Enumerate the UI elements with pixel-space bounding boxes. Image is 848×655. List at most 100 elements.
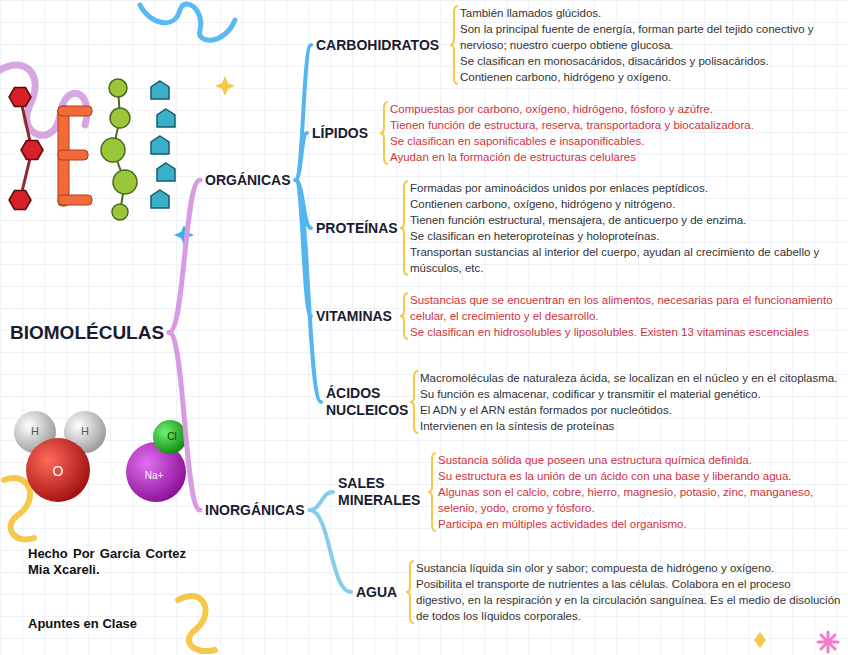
branch-title: ORGÁNICAS xyxy=(205,172,291,188)
hexagon-chain xyxy=(21,141,43,160)
note-line: Ayudan en la formación de estructuras ce… xyxy=(390,149,842,165)
topic-branch: VITAMINASSustancias que se encuentran en… xyxy=(316,292,842,340)
branch-connector xyxy=(169,333,200,511)
atom-symbol: H xyxy=(31,425,39,439)
note-line: Sustancia sólida que poseen una estructu… xyxy=(438,452,842,468)
note-line: También llamados glúcidos. xyxy=(460,5,842,21)
pentagon-column xyxy=(157,163,175,181)
topic-title: PROTEÍNAS xyxy=(316,220,400,237)
branch-heading: INORGÁNICAS xyxy=(205,502,305,518)
note-line: Algunas son el calcio, cobre, hierro, ma… xyxy=(438,484,842,516)
pentagon-column xyxy=(151,136,169,154)
swirl-lines xyxy=(0,65,87,135)
note-line: Posibilita el transporte de nutrientes a… xyxy=(416,576,842,624)
sphere-chain xyxy=(113,170,137,194)
sphere-chain xyxy=(110,108,130,128)
pentagon-column xyxy=(151,81,175,208)
stars xyxy=(821,635,835,649)
note-line: Se clasifican en saponificables e insapo… xyxy=(390,133,842,149)
hexagon-chain xyxy=(9,191,31,210)
swirl-lines xyxy=(4,478,34,540)
topic-title: CARBOHIDRATOS xyxy=(316,37,450,54)
note-bracket xyxy=(406,561,414,623)
pentagon-column xyxy=(157,109,175,127)
topic-title: LÍPIDOS xyxy=(312,125,380,142)
pentagon-column xyxy=(151,81,169,99)
atom-symbol: H xyxy=(81,425,89,439)
water-molecule xyxy=(26,438,90,502)
note-line: Macromoléculas de naturaleza ácida, se l… xyxy=(420,370,842,386)
stars xyxy=(215,76,235,96)
topic-branch: PROTEÍNAS Formadas por aminoácidos unidos… xyxy=(316,180,842,276)
atom-symbol: Na+ xyxy=(145,470,164,483)
note-line: Su función es almacenar, codificar y tra… xyxy=(420,386,842,402)
note-line: Contienen carbono, oxígeno, hidrógeno y … xyxy=(410,196,842,212)
note-bracket xyxy=(400,181,408,275)
branch-connector xyxy=(169,180,200,333)
atom-symbol: Cl xyxy=(167,431,176,444)
swirl-lines xyxy=(178,596,215,651)
author-note: Hecho Por Garcia Cortez Mia Xcareli. xyxy=(28,546,186,579)
note-line: Se clasifican en hidrosolubles y liposol… xyxy=(410,324,842,340)
topic-branch: AGUA Sustancia líquida sin olor y sabor; … xyxy=(356,560,842,624)
topic-notes: Sustancia sólida que poseen una estructu… xyxy=(428,452,842,532)
water-molecule xyxy=(14,411,106,502)
branch-title: INORGÁNICAS xyxy=(205,502,305,518)
note-line: Intervienen en la síntesis de proteínas xyxy=(420,418,842,434)
note-bracket xyxy=(400,293,408,339)
e-shape xyxy=(58,106,92,206)
note-line: Tienen función de estructura, reserva, t… xyxy=(390,117,842,133)
topic-notes: Sustancias que se encuentran en los alim… xyxy=(400,292,842,340)
stars xyxy=(754,632,766,648)
topic-branch: SALES MINERALESSustancia sólida que pose… xyxy=(338,452,842,532)
sphere-chain xyxy=(101,79,137,220)
topic-branch: ÁCIDOS NUCLEICOSMacromoléculas de natura… xyxy=(326,370,842,434)
pentagon-column xyxy=(151,81,169,99)
hexagon-chain xyxy=(9,88,31,107)
branch-heading: ORGÁNICAS xyxy=(205,172,291,188)
note-line: Sustancia líquida sin olor y sabor; comp… xyxy=(416,560,842,576)
sphere-chain xyxy=(109,79,127,97)
topic-branch: CARBOHIDRATOSTambién llamados glúcidos.S… xyxy=(316,5,842,85)
hexagon-chain xyxy=(9,88,43,210)
note-line: Se clasifican en heteroproteínas y holop… xyxy=(410,228,842,244)
topic-notes: Sustancia líquida sin olor y sabor; comp… xyxy=(406,560,842,624)
note-line: Son la principal fuente de energía, form… xyxy=(460,21,842,53)
note-line: Se clasifican en monosacáridos, disacári… xyxy=(460,53,842,69)
note-line: Formadas por aminoácidos unidos por enla… xyxy=(410,180,842,196)
note-line: Contienen carbono, hidrógeno y oxígeno. xyxy=(460,69,842,85)
hexagon-chain xyxy=(9,88,31,107)
sphere-chain xyxy=(101,138,125,162)
branch-connector xyxy=(310,510,351,592)
stars xyxy=(821,635,835,649)
note-line: Participa en múltiples actividades del o… xyxy=(438,516,842,532)
pentagon-column xyxy=(151,136,169,154)
atom-symbol: O xyxy=(53,463,64,481)
branch-connector xyxy=(296,133,307,180)
stars xyxy=(818,632,838,652)
note-line: Transportan sustancias al interior del c… xyxy=(410,244,842,276)
e-shape xyxy=(58,150,88,160)
salt-molecule xyxy=(126,420,187,502)
note-bracket xyxy=(450,6,458,84)
note-line: Tienen función estructural, mensajera, d… xyxy=(410,212,842,228)
e-shape xyxy=(58,106,92,116)
branch-connector xyxy=(296,45,311,180)
hexagon-chain xyxy=(21,141,43,160)
pentagon-column xyxy=(157,109,175,127)
topic-title: AGUA xyxy=(356,584,406,601)
topic-notes: Macromoléculas de naturaleza ácida, se l… xyxy=(410,370,842,434)
note-label: Apuntes en Clase xyxy=(28,616,137,632)
note-bracket xyxy=(380,102,388,164)
branch-heading: BIOMOLÉCULAS xyxy=(10,322,164,344)
note-bracket xyxy=(410,371,418,433)
pentagon-column xyxy=(151,190,169,208)
topic-title: VITAMINAS xyxy=(316,308,400,325)
swirl-lines xyxy=(140,4,235,40)
swirl-lines xyxy=(0,4,235,651)
topic-notes: Compuestas por carbono, oxígeno, hidróge… xyxy=(380,101,842,165)
note-line: Su estructura es la unión de un ácido co… xyxy=(438,468,842,484)
branch-connector xyxy=(296,180,321,402)
